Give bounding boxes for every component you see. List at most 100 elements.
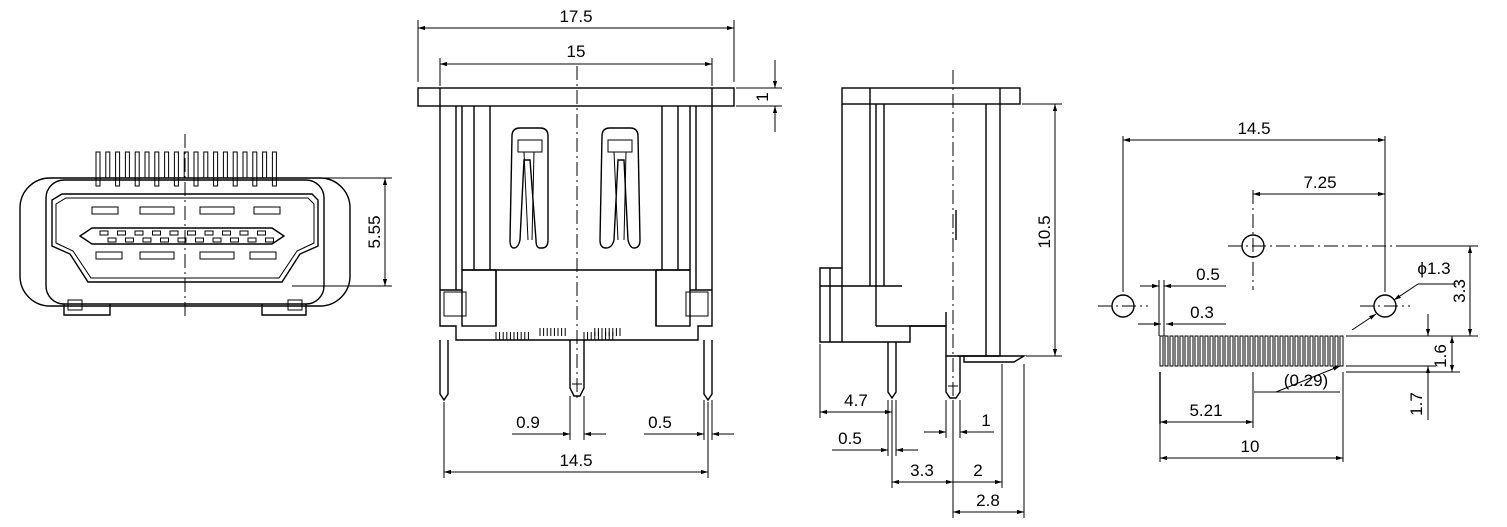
contact: [257, 230, 266, 236]
contact: [177, 237, 187, 243]
side-tail: [963, 355, 1027, 363]
flange: [417, 87, 735, 107]
dim-post-offset: 2: [973, 461, 982, 480]
pad: [1214, 335, 1219, 367]
pad: [1194, 335, 1199, 367]
pad: [1224, 335, 1229, 367]
pin: [134, 151, 140, 187]
front-pcb-view: 17.5 15 1 0.9 0.5 14.5: [417, 7, 782, 478]
contact: [222, 230, 231, 236]
dim-hole-offset: 3.3: [1450, 279, 1469, 303]
pin: [124, 151, 130, 179]
side-body: [819, 104, 1001, 357]
dim-pad-gap: 0.3: [1190, 303, 1214, 322]
pad: [1259, 335, 1264, 367]
pad: [1234, 335, 1239, 367]
contact: [152, 230, 161, 236]
pad: [1219, 335, 1224, 367]
dim-pad-length: 1.6: [1431, 344, 1450, 368]
contact: [265, 237, 274, 243]
post-left: [439, 340, 449, 402]
front-connector-view: 5.55: [19, 134, 392, 318]
pad: [1239, 335, 1244, 367]
contact: [212, 237, 222, 243]
pad: [1334, 335, 1339, 367]
pad: [1304, 335, 1309, 367]
pad: [1204, 335, 1209, 367]
pin: [242, 151, 248, 179]
body-outline: [439, 106, 713, 341]
pad: [1209, 335, 1214, 367]
dim-pad-width: 0.5: [1196, 265, 1220, 284]
contact: [230, 237, 239, 243]
pad: [1229, 335, 1234, 367]
contact: [160, 237, 169, 243]
spring-left: [509, 127, 549, 249]
dim-post-span: 14.5: [559, 451, 592, 470]
dim-shell-depth: 4.7: [844, 391, 868, 410]
dim-pad-span: 10: [1241, 437, 1260, 456]
port-outer: [51, 193, 319, 283]
pad: [1254, 335, 1259, 367]
pad: [1159, 335, 1164, 367]
dim-front-height: 5.55: [365, 215, 384, 248]
pin: [252, 151, 258, 187]
dim-hole-dia: ϕ1.3: [1417, 259, 1450, 278]
pin: [154, 151, 160, 187]
pin: [271, 151, 277, 187]
dim-overall-width: 17.5: [559, 7, 592, 26]
pin: [222, 151, 228, 179]
pad: [1164, 335, 1169, 367]
bottom-lugs: [63, 304, 307, 316]
pad: [1244, 335, 1249, 367]
spring-right: [599, 127, 641, 249]
pad: [1169, 335, 1174, 367]
pad: [1179, 335, 1184, 367]
pad: [1189, 335, 1194, 367]
footprint-view: 14.5 7.25 ϕ1.3 3.3 0.5 0.3 (0.29) 5.21: [1098, 119, 1478, 462]
pad: [1274, 335, 1279, 367]
dim-pin-thickness: 0.5: [838, 429, 862, 448]
pin: [105, 151, 111, 179]
pad: [1289, 335, 1294, 367]
pad: [1284, 335, 1289, 367]
pin: [173, 151, 179, 187]
pin: [213, 151, 219, 187]
pad: [1309, 335, 1314, 367]
pad: [1269, 335, 1274, 367]
dim-pin-offset: 3.3: [910, 461, 934, 480]
pad: [1339, 335, 1344, 367]
slot-row-top: [91, 206, 281, 215]
contact: [239, 230, 249, 236]
contact: [169, 230, 179, 236]
contact: [117, 230, 126, 236]
dim-pad-offset: 5.21: [1189, 401, 1222, 420]
dim-hole-half: 7.25: [1303, 173, 1336, 192]
contact: [142, 237, 152, 243]
contact-tongue: [78, 227, 286, 245]
pad: [1249, 335, 1254, 367]
pin: [115, 151, 121, 187]
pin: [164, 151, 170, 179]
port-inner: [55, 197, 315, 279]
contact-array: [99, 230, 274, 243]
contact: [107, 237, 117, 243]
pad: [1294, 335, 1299, 367]
pin: [193, 151, 199, 187]
side-flange: [841, 87, 1021, 105]
pad: [1184, 335, 1189, 367]
pad: [1319, 335, 1324, 367]
contact: [187, 230, 196, 236]
contact: [125, 237, 134, 243]
dim-tail-length: 2.8: [976, 491, 1000, 510]
pin: [95, 151, 101, 187]
pad: [1199, 335, 1204, 367]
dim-post-width: 0.5: [648, 413, 672, 432]
side-post: [945, 356, 961, 399]
side-pin: [887, 342, 897, 400]
pad: [1264, 335, 1269, 367]
dim-body-width: 15: [567, 42, 586, 61]
dim-side-height: 10.5: [1035, 215, 1054, 248]
contact: [99, 230, 109, 236]
